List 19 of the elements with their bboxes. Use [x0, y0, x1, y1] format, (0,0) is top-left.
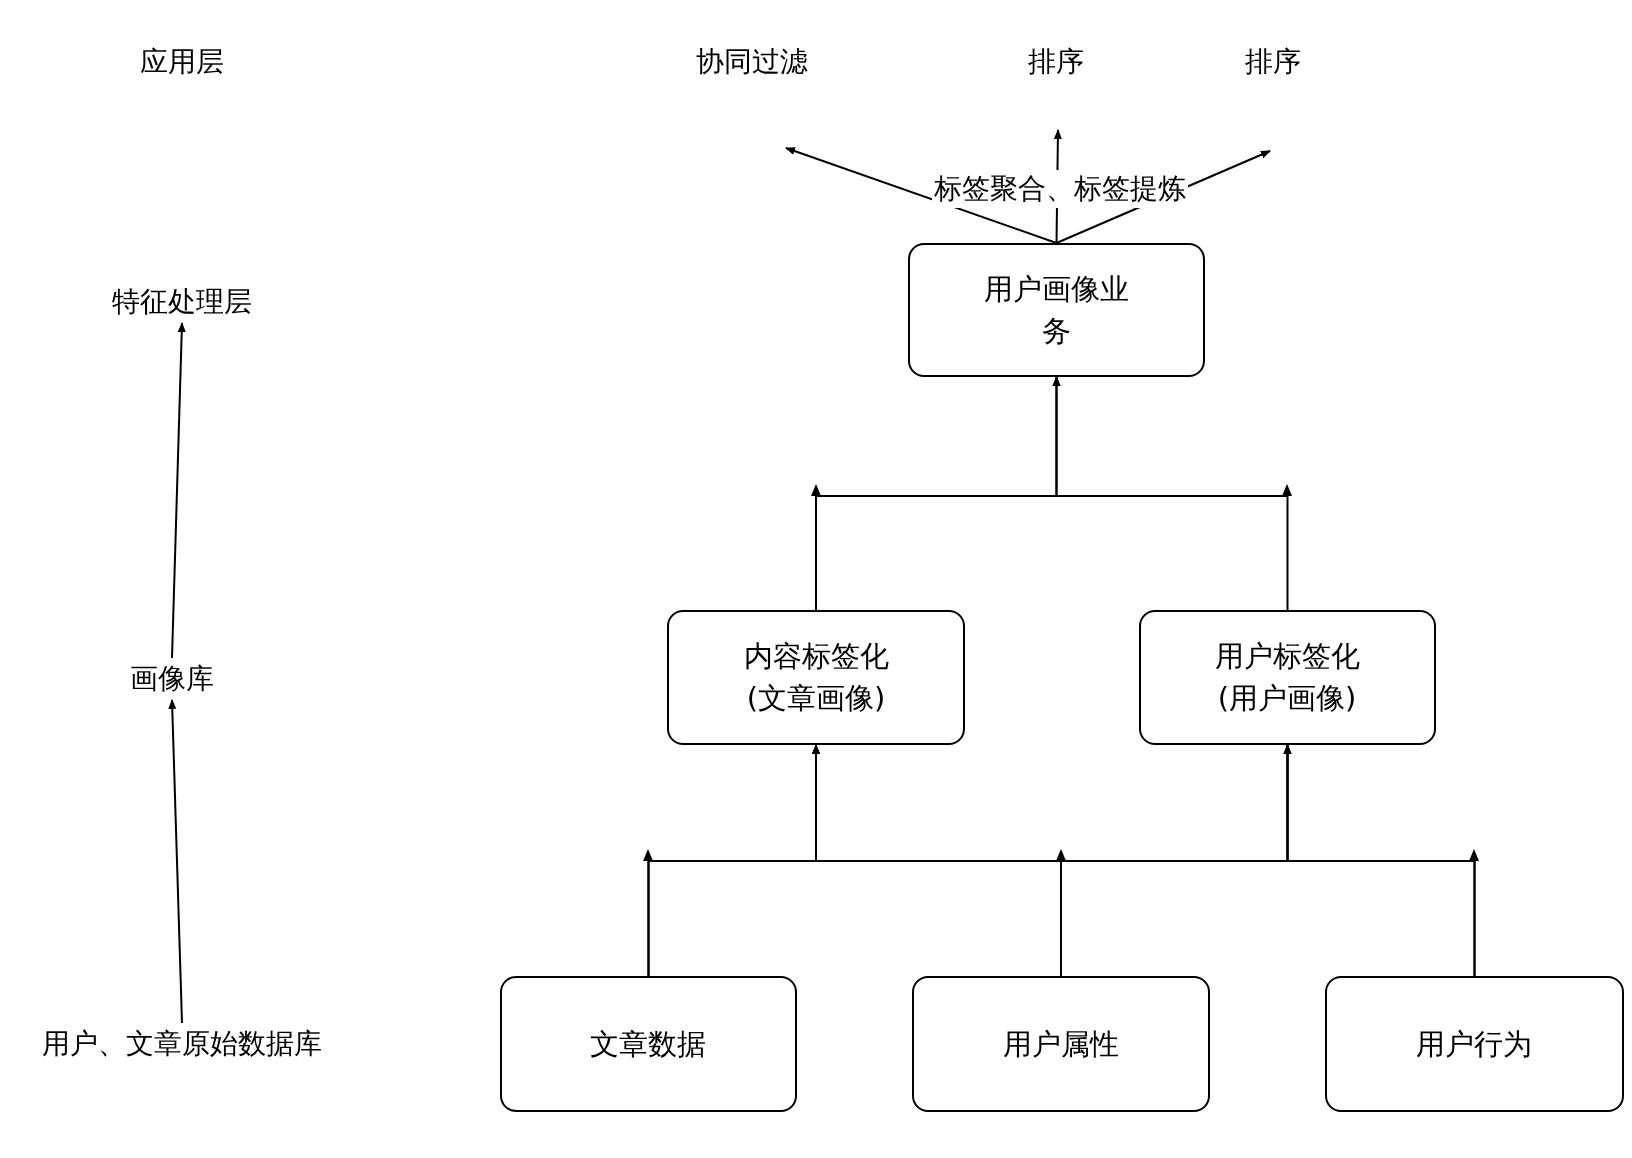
layer-label: 用户、文章原始数据库 [42, 1025, 322, 1063]
process-box: 用户属性 [912, 976, 1210, 1112]
arrow [1052, 376, 1289, 611]
arrow [171, 322, 186, 659]
arrow [785, 147, 1058, 244]
process-box: 文章数据 [499, 976, 797, 1112]
process-box: 用户行为 [1324, 976, 1624, 1112]
process-box: 内容标签化 (文章画像) [667, 609, 965, 745]
layer-label: 排序 [1245, 43, 1301, 81]
layer-label: 画像库 [130, 660, 214, 698]
arrow [168, 699, 183, 1024]
layer-label: 排序 [1028, 43, 1084, 81]
layer-label: 协同过滤 [696, 43, 808, 81]
layer-label: 特征处理层 [112, 283, 252, 321]
edge-label: 标签聚合、标签提炼 [932, 170, 1188, 208]
arrow [1283, 744, 1476, 977]
process-box: 用户画像业务 [907, 243, 1205, 377]
process-box: 用户标签化 (用户画像) [1138, 609, 1436, 745]
layer-label: 应用层 [140, 43, 224, 81]
